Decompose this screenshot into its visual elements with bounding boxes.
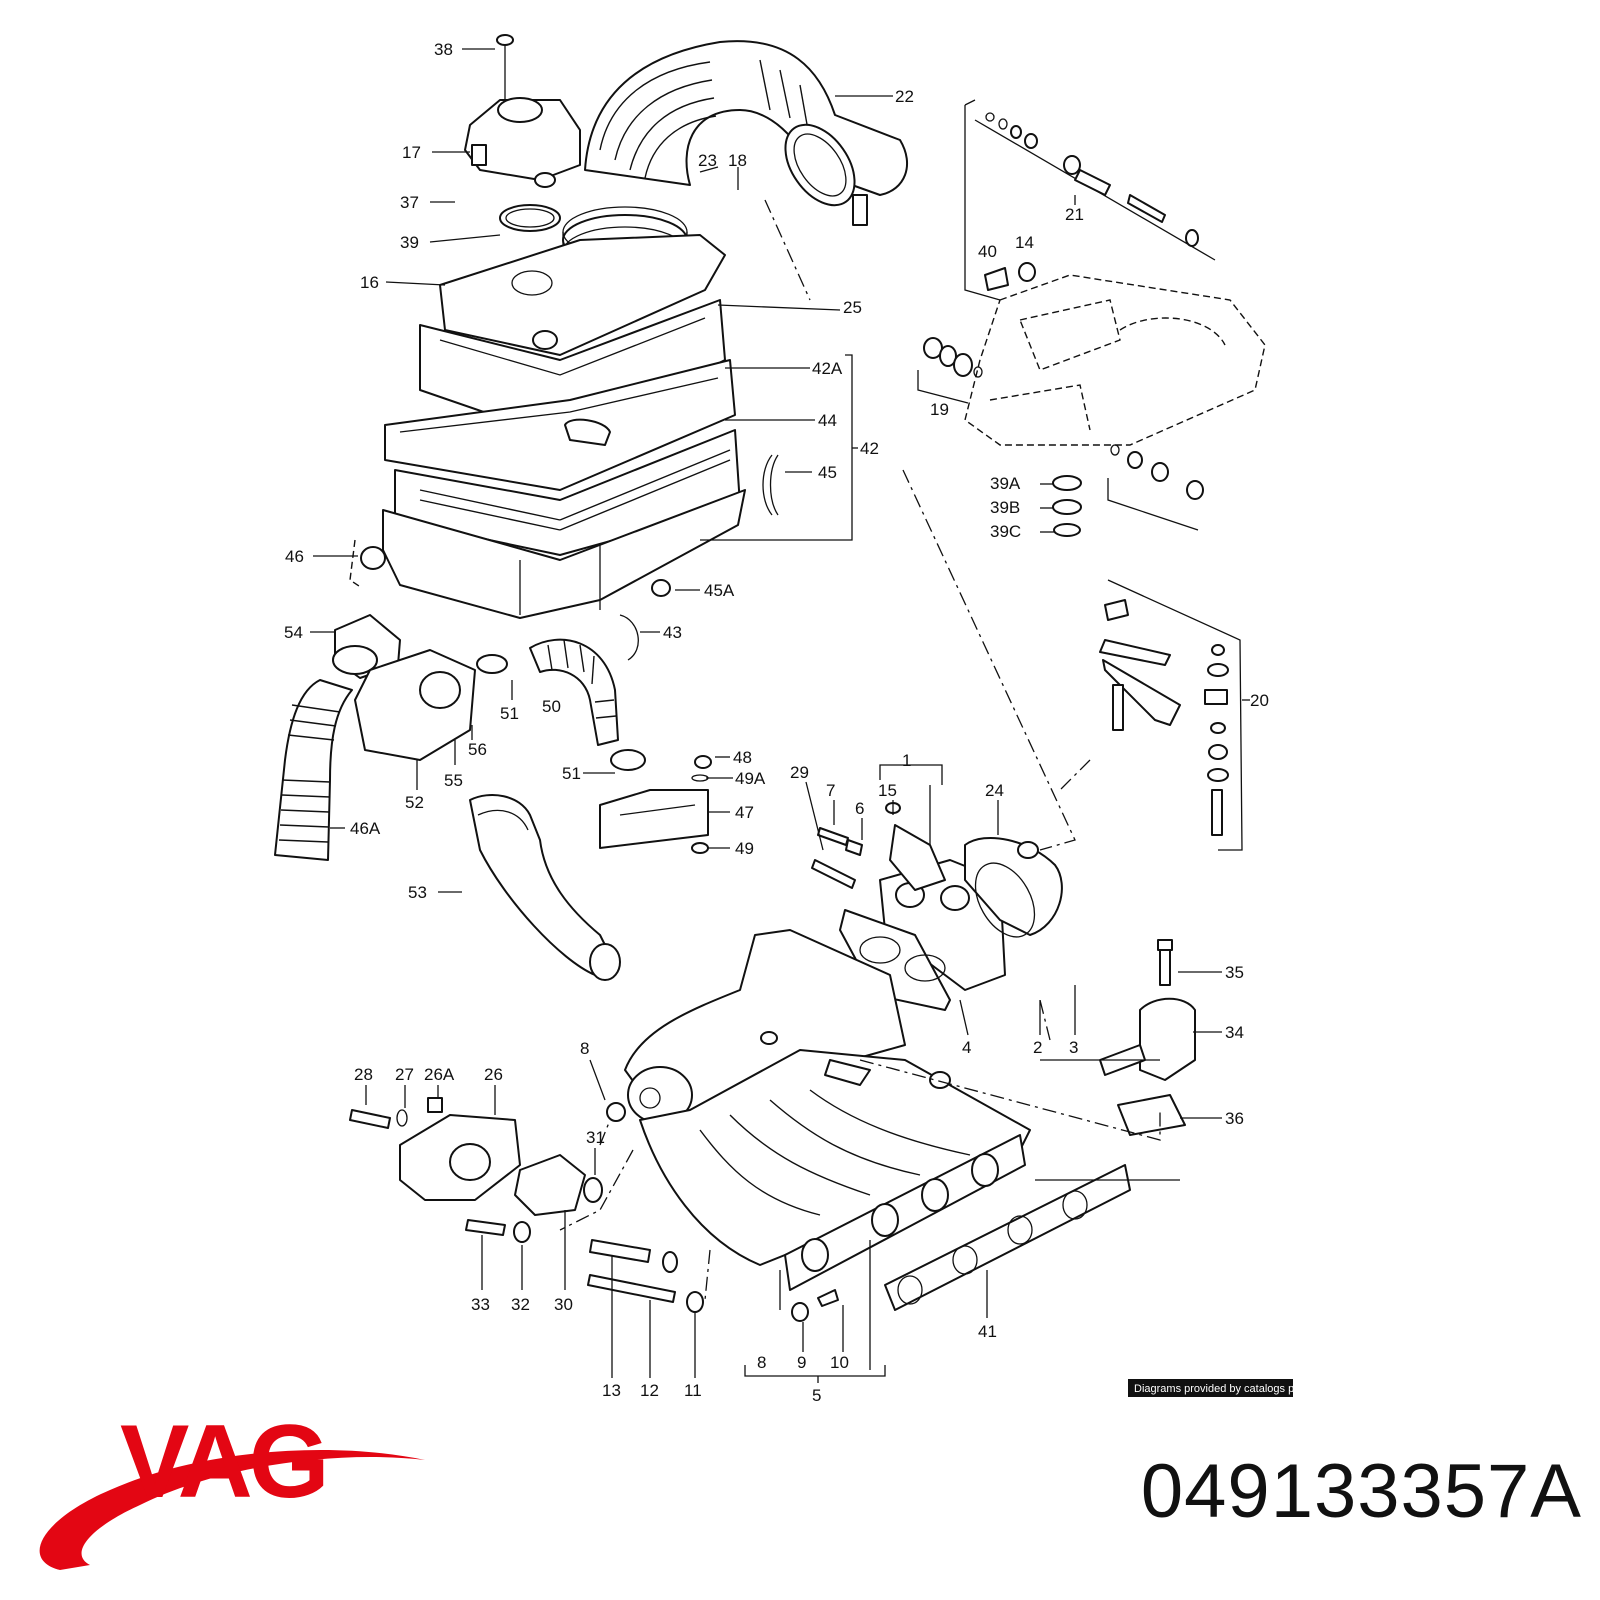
callout-label: 47	[735, 803, 754, 822]
callout-label: 14	[1015, 233, 1034, 252]
callout-label: 24	[985, 781, 1004, 800]
callout-label: 16	[360, 273, 379, 292]
callout-label: 51	[562, 764, 581, 783]
callout-label: 42A	[812, 359, 843, 378]
callout-label: 49	[735, 839, 754, 858]
callout-label: 1	[902, 751, 911, 770]
callout-label: 39A	[990, 474, 1021, 493]
injector-assembly-drawing	[917, 99, 1266, 851]
callout-label: 21	[1065, 205, 1084, 224]
callout-label: 42	[860, 439, 879, 458]
callout-label: 19	[930, 400, 949, 419]
callout-label: 38	[434, 40, 453, 59]
callout-label: 28	[354, 1065, 373, 1084]
callout-label: 9	[797, 1353, 806, 1372]
idle-valve-drawing	[349, 1097, 626, 1243]
clips-small-parts	[349, 454, 779, 661]
callout-label: 56	[468, 740, 487, 759]
brand-logo: VAG	[39, 1404, 425, 1570]
callout-label: 27	[395, 1065, 414, 1084]
callout-label: 40	[978, 242, 997, 261]
callout-label: 48	[733, 748, 752, 767]
callout-label: 44	[818, 411, 837, 430]
callout-label: 33	[471, 1295, 490, 1314]
brand-logo-text: VAG	[120, 1404, 326, 1520]
callout-label: 7	[826, 781, 835, 800]
callout-label: 51	[500, 704, 519, 723]
callout-label: 52	[405, 793, 424, 812]
callout-label: 18	[728, 151, 747, 170]
callout-label: 54	[284, 623, 303, 642]
callout-labels: 38 22 17 23 18 37 21 39 40 14 16 25 42A …	[284, 40, 1269, 1405]
callout-label: 46A	[350, 819, 381, 838]
callout-label: 30	[554, 1295, 573, 1314]
credit-text: Diagrams provided by catalogs parts	[1134, 1383, 1313, 1395]
callout-label: 8	[580, 1039, 589, 1058]
callout-label: 15	[878, 781, 897, 800]
callout-label: 43	[663, 623, 682, 642]
callout-label: 2	[1033, 1038, 1042, 1057]
callout-label: 3	[1069, 1038, 1078, 1057]
callout-label: 11	[684, 1381, 702, 1400]
callout-label: 23	[698, 151, 717, 170]
callout-label: 8	[757, 1353, 766, 1372]
left-ducts-drawing	[274, 614, 646, 981]
callout-label: 37	[400, 193, 419, 212]
callout-label: 45A	[704, 581, 735, 600]
air-filter-housing-drawing	[382, 234, 746, 619]
callout-label: 49A	[735, 769, 766, 788]
callout-label: 50	[542, 697, 561, 716]
callout-label: 32	[511, 1295, 530, 1314]
callout-label: 53	[408, 883, 427, 902]
callout-label: 17	[402, 143, 421, 162]
callout-label: 5	[812, 1386, 821, 1405]
bolts-drawing	[587, 1239, 839, 1322]
credit-badge	[1128, 1379, 1293, 1397]
callout-leaders	[310, 48, 1250, 1383]
bracket-47-drawing	[599, 755, 712, 854]
callout-label: 31	[586, 1128, 605, 1147]
callout-label: 41	[978, 1322, 997, 1341]
callout-label: 22	[895, 87, 914, 106]
callout-label: 55	[444, 771, 463, 790]
callout-label: 10	[830, 1353, 849, 1372]
callout-label: 25	[843, 298, 862, 317]
callout-label: 36	[1225, 1109, 1244, 1128]
callout-label: 45	[818, 463, 837, 482]
intake-manifold-drawing	[624, 929, 1031, 1291]
callout-label: 46	[285, 547, 304, 566]
callout-label: 26	[484, 1065, 503, 1084]
callout-label: 39B	[990, 498, 1020, 517]
callout-label: 35	[1225, 963, 1244, 982]
callout-label: 13	[602, 1381, 621, 1400]
part-number: 049133357A	[1140, 1449, 1582, 1534]
manifold-gasket-drawing	[884, 1164, 1131, 1311]
callout-label: 29	[790, 763, 809, 782]
assembly-lines	[559, 199, 1161, 1301]
callout-label: 26A	[424, 1065, 455, 1084]
callout-label: 12	[640, 1381, 659, 1400]
callout-label: 4	[962, 1038, 971, 1057]
callout-label: 6	[855, 799, 864, 818]
throttle-cap-drawing	[464, 34, 581, 188]
throttle-body-drawing	[811, 802, 1063, 1011]
callout-label: 39	[400, 233, 419, 252]
callout-label: 20	[1250, 691, 1269, 710]
bracket-34-drawing	[1099, 939, 1196, 1136]
callout-label: 39C	[990, 522, 1021, 541]
intake-hose-drawing	[584, 40, 909, 226]
callout-label: 34	[1225, 1023, 1244, 1042]
logo-swoosh	[39, 1450, 425, 1570]
